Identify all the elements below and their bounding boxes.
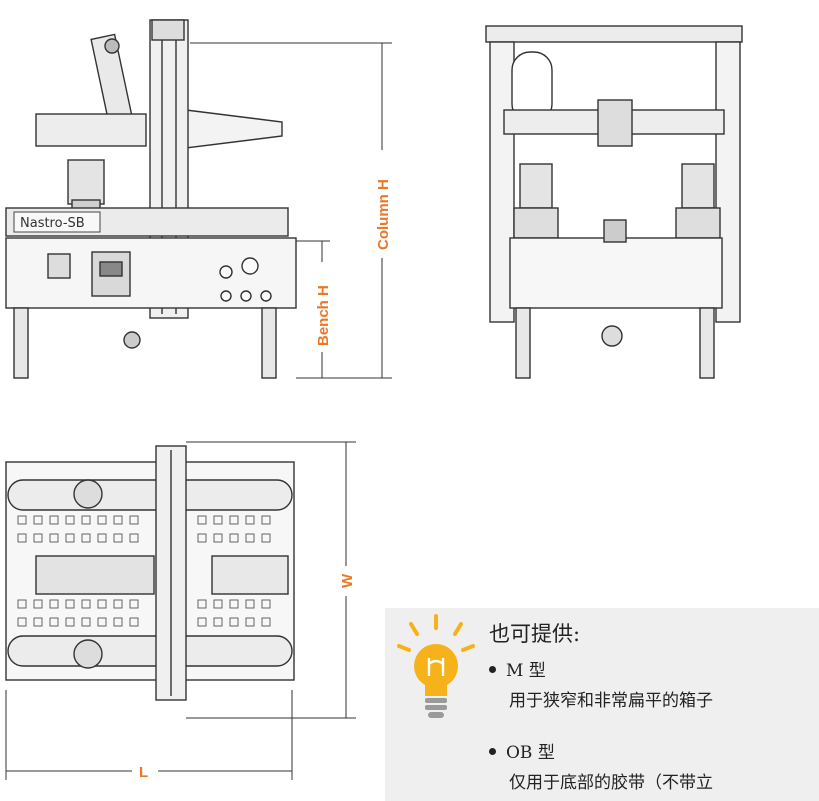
bench-h-label: Bench H [315, 285, 332, 346]
column-h-label: Column H [375, 179, 392, 250]
w-label: W [339, 573, 356, 588]
info-title: 也可提供: [489, 622, 581, 646]
option-description: 仅用于底部的胶带（不带立 [509, 773, 713, 793]
option-ob-type: OB 型 [489, 738, 555, 763]
option-m-type: M 型 [489, 656, 546, 681]
machine-label: Nastro-SB [20, 216, 85, 231]
info-box: 也可提供: M 型 用于狭窄和非常扁平的箱子 OB 型 仅用于底部的胶带（不带立 [385, 608, 819, 801]
option-name: M 型 [506, 661, 546, 681]
option-description: 用于狭窄和非常扁平的箱子 [509, 691, 713, 711]
lightbulb-icon [397, 614, 475, 718]
bullet-icon [489, 666, 496, 673]
l-label: L [139, 764, 148, 781]
bullet-icon [489, 748, 496, 755]
option-name: OB 型 [506, 743, 555, 763]
